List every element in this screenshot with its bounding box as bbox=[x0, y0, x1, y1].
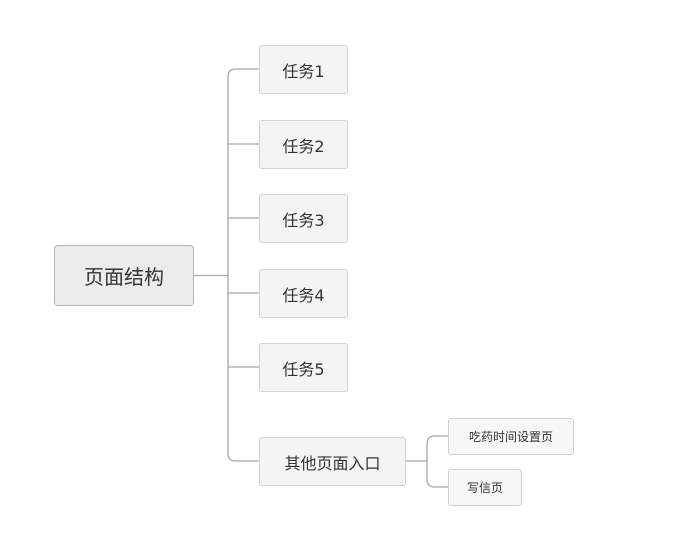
sub-node-letter-page[interactable]: 写信页 bbox=[448, 469, 522, 506]
connector-trunk bbox=[227, 68, 260, 462]
branch-node-task-4[interactable]: 任务4 bbox=[259, 269, 348, 318]
branch-node-other-entries[interactable]: 其他页面入口 bbox=[259, 437, 406, 486]
branch-node-task-1[interactable]: 任务1 bbox=[259, 45, 348, 94]
connector-sub-bracket bbox=[426, 435, 449, 488]
branch-node-task-2[interactable]: 任务2 bbox=[259, 120, 348, 169]
sub-node-medication-time-page[interactable]: 吃药时间设置页 bbox=[448, 418, 574, 455]
root-node[interactable]: 页面结构 bbox=[54, 245, 194, 306]
branch-node-task-5[interactable]: 任务5 bbox=[259, 343, 348, 392]
branch-node-task-3[interactable]: 任务3 bbox=[259, 194, 348, 243]
